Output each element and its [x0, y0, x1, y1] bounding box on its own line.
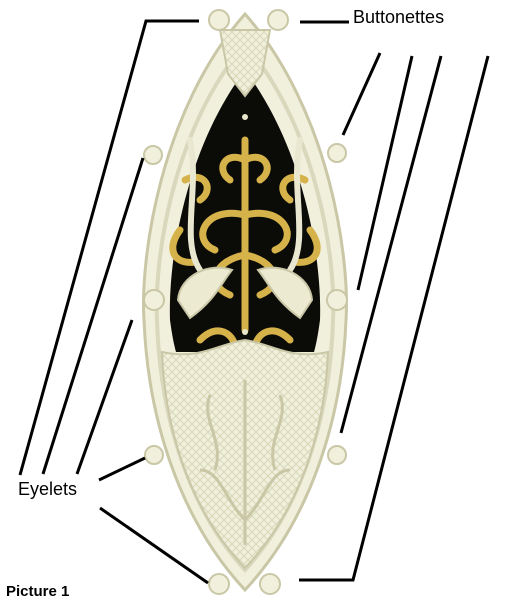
- buttonettes-label: Buttonettes: [353, 7, 444, 28]
- buttonette: [328, 144, 346, 162]
- buttonette: [260, 574, 280, 594]
- buttonette: [145, 446, 163, 464]
- buttonette: [328, 446, 346, 464]
- picture-caption: Picture 1: [6, 583, 69, 600]
- buttonette: [209, 574, 229, 594]
- buttonette: [209, 10, 229, 30]
- buttonette: [327, 290, 347, 310]
- buttonette: [268, 10, 288, 30]
- eyelets-label: Eyelets: [18, 479, 77, 500]
- buttonette: [144, 290, 164, 310]
- buttonette: [144, 146, 162, 164]
